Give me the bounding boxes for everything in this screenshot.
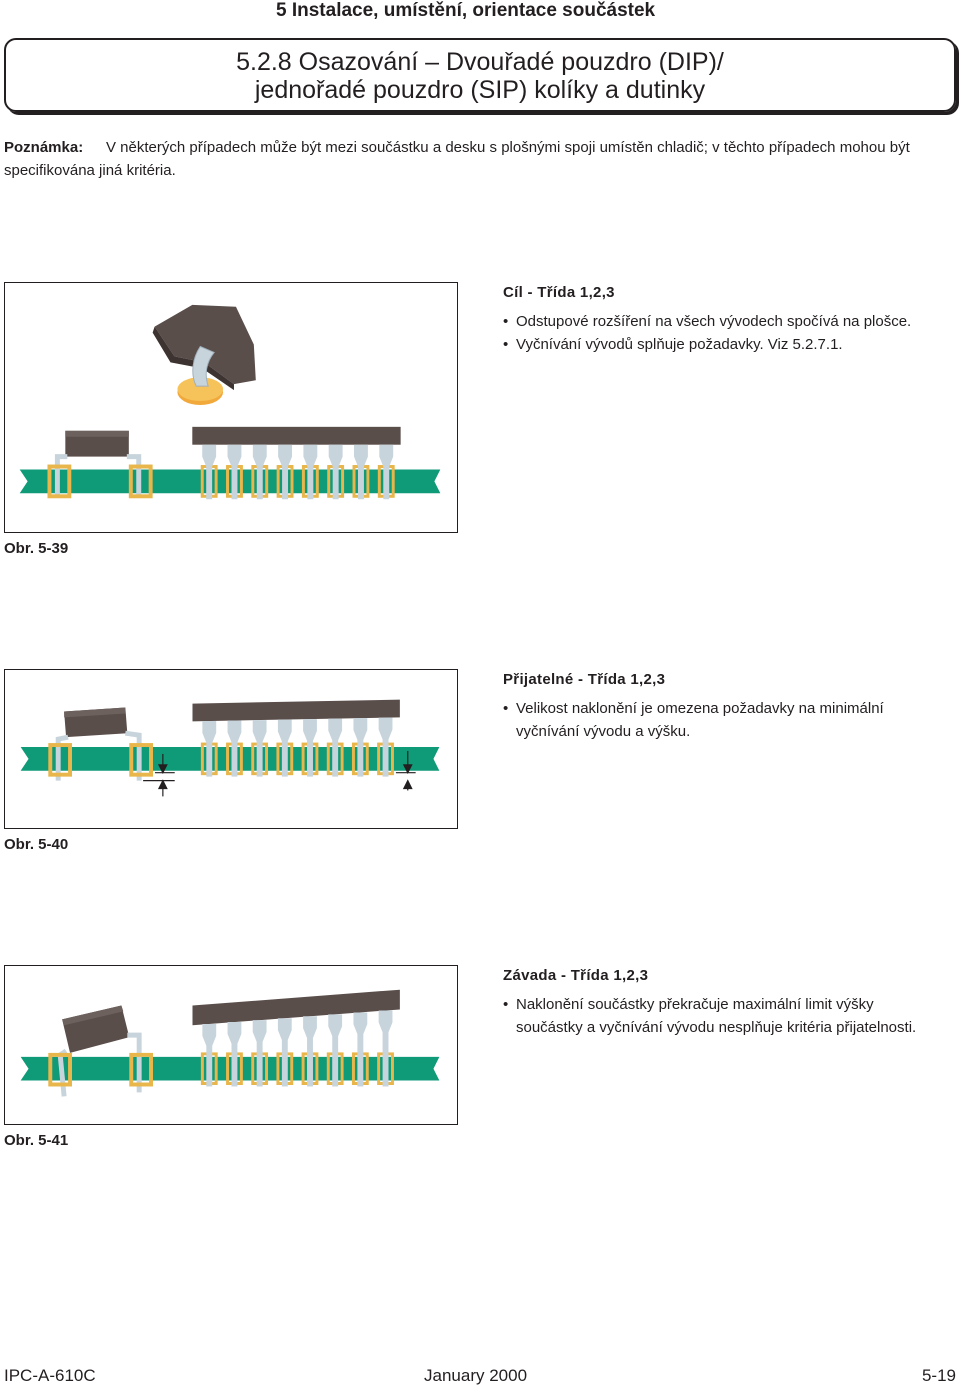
lead xyxy=(303,1016,317,1087)
dip-sip-acceptable-drawing xyxy=(20,699,440,797)
dip-sip-defect-drawing xyxy=(20,989,440,1097)
lead xyxy=(328,1014,343,1087)
lead xyxy=(378,1010,393,1087)
criteria-bullet: Vyčnívání vývodů splňuje požadavky. Viz … xyxy=(503,333,943,356)
criteria-heading: Přijatelné - Třída 1,2,3 xyxy=(503,671,666,688)
lead xyxy=(328,444,343,500)
criteria-bullet: Velikost naklonění je omezena požadavky … xyxy=(503,697,943,743)
criteria-bullet: Odstupové rozšíření na všech vývodech sp… xyxy=(503,310,943,333)
lead xyxy=(353,718,368,777)
standoff-detail-inset xyxy=(152,304,256,406)
footer-page-number: 5-19 xyxy=(921,1366,956,1385)
lead xyxy=(227,444,242,500)
criteria-heading: Cíl - Třída 1,2,3 xyxy=(503,284,615,301)
chapter-header: 5 Instalace, umístění, orientace součást… xyxy=(276,0,656,21)
lead xyxy=(378,717,393,777)
lead xyxy=(252,720,267,777)
section-title-line1: 5.2.8 Osazování – Dvouřadé pouzdro (DIP)… xyxy=(236,48,724,76)
lead xyxy=(202,444,217,500)
figure-5-39-illustration xyxy=(4,282,458,533)
dip-sip-target-drawing xyxy=(19,304,441,500)
figure-5-41-criteria: Závada - Třída 1,2,3 Naklonění součástky… xyxy=(503,964,943,1039)
figure-5-41-illustration xyxy=(4,965,458,1125)
lead xyxy=(354,444,368,500)
lead xyxy=(379,444,394,500)
lead xyxy=(303,444,318,500)
lead xyxy=(278,444,293,500)
note-text: V některých případech může být mezi souč… xyxy=(4,139,910,179)
note: Poznámka:V některých případech může být … xyxy=(4,136,954,182)
figure-5-39-caption: Obr. 5-39 xyxy=(4,540,69,557)
dip-body xyxy=(192,426,401,445)
lead xyxy=(353,1012,368,1087)
pcb-board xyxy=(19,469,441,494)
figure-5-39-criteria: Cíl - Třída 1,2,3 Odstupové rozšíření na… xyxy=(503,281,943,356)
lead xyxy=(227,1022,242,1087)
lead xyxy=(277,719,292,777)
lead xyxy=(277,1018,292,1087)
figure-5-41-caption: Obr. 5-41 xyxy=(4,1132,69,1149)
figure-5-40-illustration xyxy=(4,669,458,829)
lead xyxy=(202,1023,217,1087)
section-title-box: 5.2.8 Osazování – Dvouřadé pouzdro (DIP)… xyxy=(4,38,956,112)
dip-leads xyxy=(200,444,395,500)
lead xyxy=(328,718,343,777)
lead xyxy=(227,720,242,777)
note-label: Poznámka: xyxy=(4,139,84,156)
lead xyxy=(303,719,317,777)
measurement-arrows xyxy=(143,750,416,797)
lead xyxy=(252,1020,267,1087)
figure-5-40-caption: Obr. 5-40 xyxy=(4,836,69,853)
criteria-heading: Závada - Třída 1,2,3 xyxy=(503,967,649,984)
lead xyxy=(202,721,217,777)
section-title-line2: jednořadé pouzdro (SIP) kolíky a dutinky xyxy=(254,76,706,104)
criteria-bullet: Naklonění součástky překračuje maximální… xyxy=(503,993,943,1039)
footer-doc-id: IPC-A-610C xyxy=(4,1366,96,1385)
figure-5-40-criteria: Přijatelné - Třída 1,2,3 Velikost naklon… xyxy=(503,668,943,743)
lead xyxy=(252,444,267,500)
footer-date: January 2000 xyxy=(424,1366,528,1385)
